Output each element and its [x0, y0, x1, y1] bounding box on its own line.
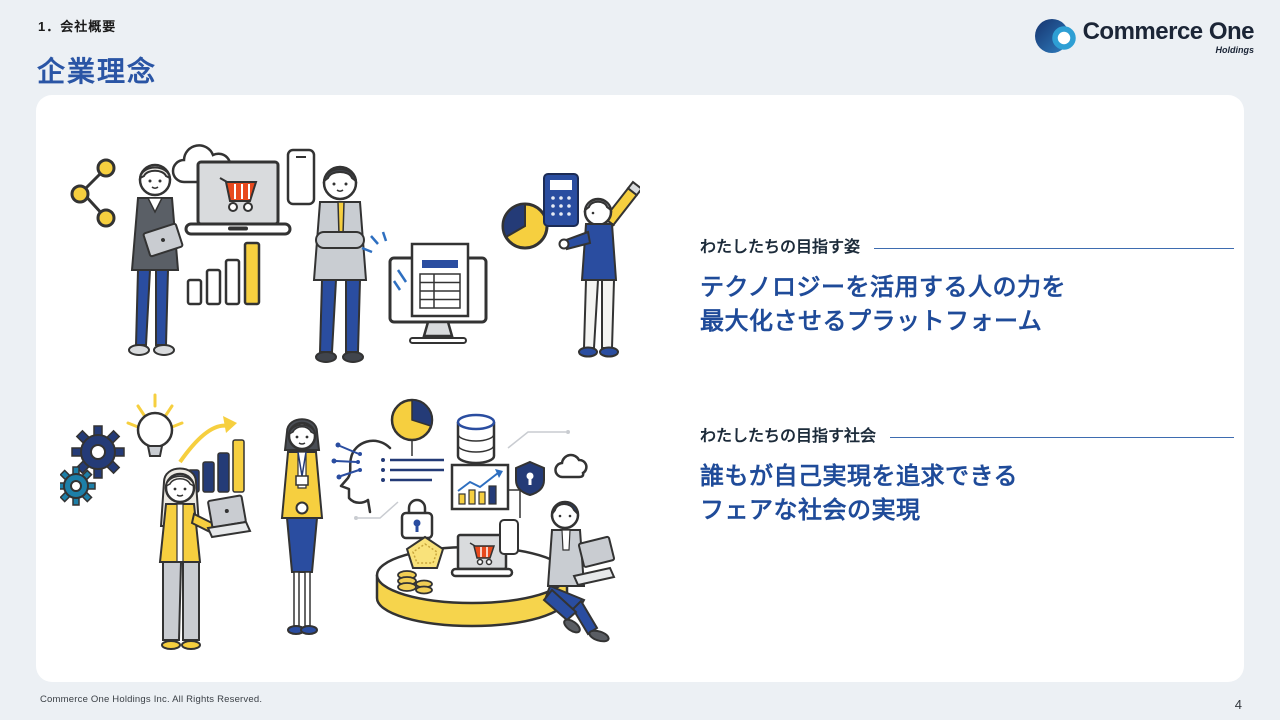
- copyright-text: Commerce One Holdings Inc. All Rights Re…: [40, 694, 263, 705]
- page-title: 企業理念: [37, 56, 158, 87]
- list-icon: [381, 458, 444, 482]
- content-card: わたしたちの目指す姿 テクノロジーを活用する人の力を 最大化させるプラットフォー…: [36, 95, 1244, 682]
- database-icon: [456, 413, 496, 465]
- page-number: 4: [1234, 697, 1242, 712]
- sparkle-icon: [361, 231, 388, 254]
- ecommerce-laptop-icon: [184, 160, 292, 236]
- pentagon-token-icon: [405, 535, 445, 569]
- logo-subtext: Holdings: [1215, 45, 1255, 55]
- divider-line: [890, 436, 1234, 438]
- person-man-laptop: [128, 163, 184, 356]
- company-logo: Commerce One Holdings: [1033, 14, 1255, 58]
- society-label: わたしたちの目指す社会: [700, 428, 877, 445]
- society-statement-line2: フェアな社会の実現: [700, 497, 921, 524]
- ai-head-icon: [331, 439, 392, 514]
- monitor-document-icon: [388, 242, 488, 344]
- padlock-icon: [400, 498, 434, 540]
- growth-chart-icon: [178, 416, 245, 493]
- person-man-pointing: [558, 197, 619, 358]
- ecommerce-laptop-icon: [450, 533, 514, 578]
- vision-statement-line2: 最大化させるプラットフォーム: [700, 308, 1043, 335]
- person-woman-laptop: [158, 467, 252, 650]
- society-statement: 誰もが自己実現を追求できる フェアな社会の実現: [700, 460, 1234, 528]
- coins-icon: [397, 570, 433, 595]
- circuit-line-decoration: [354, 430, 570, 520]
- shopping-cart-icon: [469, 542, 496, 566]
- person-man-arms-crossed: [312, 165, 368, 363]
- share-icon: [70, 158, 116, 228]
- fair-society-illustration: [60, 393, 616, 650]
- society-block: わたしたちの目指す社会 誰もが自己実現を追求できる フェアな社会の実現: [700, 427, 1234, 528]
- vision-label: わたしたちの目指す姿: [700, 239, 861, 256]
- person-woman-standing: [280, 418, 324, 635]
- logo-text: Commerce One: [1082, 18, 1255, 45]
- gear-icon: [60, 425, 125, 506]
- vision-statement-line1: テクノロジーを活用する人の力を: [700, 274, 1067, 301]
- bar-chart-icon: [186, 241, 261, 306]
- cloud-icon: [554, 453, 588, 479]
- calculator-icon: [543, 173, 579, 227]
- shield-lock-icon: [515, 460, 545, 497]
- divider-line: [874, 247, 1234, 249]
- smartphone-icon: [286, 148, 316, 206]
- smartphone-icon: [499, 519, 519, 555]
- technology-people-illustration: [70, 144, 640, 363]
- lightbulb-icon: [126, 393, 184, 457]
- vision-block: わたしたちの目指す姿 テクノロジーを活用する人の力を 最大化させるプラットフォー…: [700, 238, 1234, 339]
- vision-statement: テクノロジーを活用する人の力を 最大化させるプラットフォーム: [700, 271, 1234, 339]
- commerce-one-logo-icon: [1034, 19, 1076, 53]
- pie-chart-icon: [390, 398, 434, 456]
- society-statement-line1: 誰もが自己実現を追求できる: [700, 463, 1019, 490]
- analytics-chart-icon: [450, 463, 521, 518]
- person-man-sitting-laptop: [542, 500, 616, 643]
- section-label: 1．会社概要: [38, 19, 117, 34]
- shopping-cart-icon: [219, 177, 258, 212]
- pie-chart-icon: [501, 202, 549, 250]
